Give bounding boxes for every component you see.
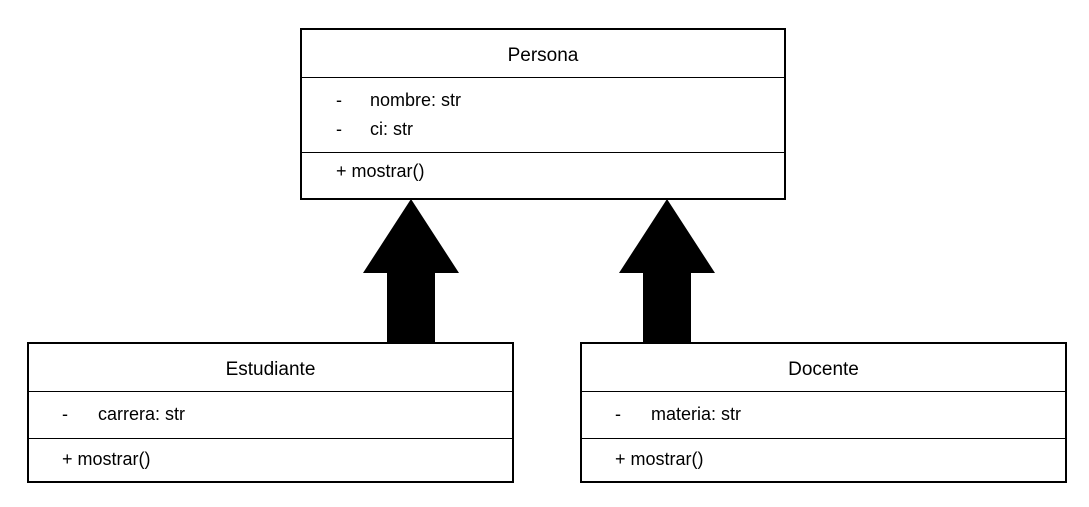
visibility-marker: -	[336, 90, 342, 110]
class-persona-attributes: - nombre: str - ci: str	[302, 78, 784, 153]
visibility-marker: -	[336, 119, 342, 139]
class-estudiante-attributes: - carrera: str	[29, 392, 512, 439]
attribute-row: - materia: str	[582, 400, 1065, 429]
attribute-row: - nombre: str	[302, 86, 784, 115]
class-docente[interactable]: Docente - materia: str + mostrar()	[580, 342, 1067, 483]
attribute-text: materia: str	[651, 404, 742, 424]
method-text: + mostrar()	[62, 449, 151, 469]
attribute-row: - ci: str	[302, 115, 784, 144]
method-row: + mostrar()	[29, 445, 512, 474]
attribute-text: nombre: str	[370, 90, 462, 110]
class-estudiante-methods: + mostrar()	[29, 439, 512, 474]
class-persona-methods: + mostrar()	[302, 153, 784, 186]
class-docente-attributes: - materia: str	[582, 392, 1065, 439]
method-row: + mostrar()	[302, 157, 784, 186]
visibility-marker: -	[615, 404, 621, 424]
class-docente-methods: + mostrar()	[582, 439, 1065, 474]
class-persona-name: Persona	[302, 30, 784, 78]
method-text: + mostrar()	[336, 161, 425, 181]
attribute-text: ci: str	[370, 119, 413, 139]
class-persona[interactable]: Persona - nombre: str - ci: str + mostra…	[300, 28, 786, 200]
method-text: + mostrar()	[615, 449, 704, 469]
arrow-docente-to-persona	[619, 199, 715, 344]
class-docente-name: Docente	[582, 344, 1065, 392]
attribute-text: carrera: str	[98, 404, 186, 424]
arrow-estudiante-to-persona	[363, 199, 459, 344]
class-estudiante-name: Estudiante	[29, 344, 512, 392]
visibility-marker: -	[62, 404, 68, 424]
attribute-row: - carrera: str	[29, 400, 512, 429]
method-row: + mostrar()	[582, 445, 1065, 474]
class-estudiante[interactable]: Estudiante - carrera: str + mostrar()	[27, 342, 514, 483]
